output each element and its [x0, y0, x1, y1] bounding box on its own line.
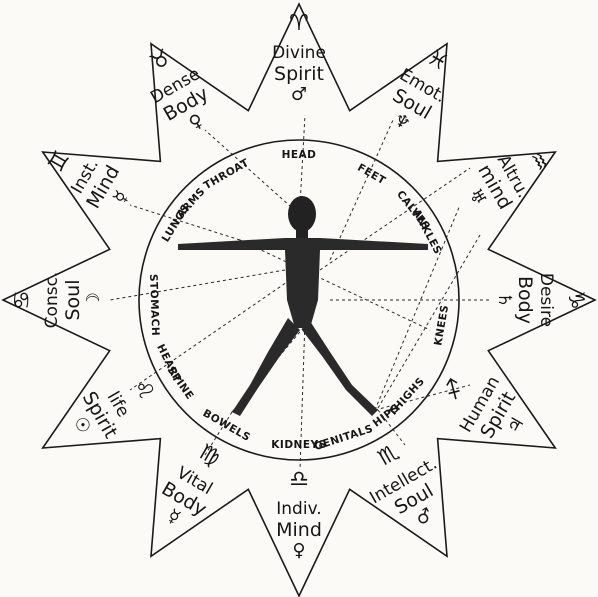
- libra-symbol-icon: ♎: [289, 467, 309, 492]
- body-part-label: HEAD: [282, 149, 317, 161]
- sagittarius-symbol-icon: ♐: [439, 375, 471, 405]
- body-part-label: BOWELS: [201, 407, 253, 444]
- body-part-label: KIDNEYS: [271, 439, 326, 451]
- gemini-symbol-icon: ♊: [44, 147, 76, 177]
- sign-ray: [378, 235, 480, 408]
- sign-aquarius: ♒Altru.mind♅: [456, 135, 561, 223]
- sign-label-line2: Spirit: [274, 63, 324, 85]
- taurus-symbol-icon: ♉: [146, 45, 176, 77]
- sign-gemini: ♊Inst.Mind☿: [37, 136, 141, 223]
- sign-ray: [110, 270, 285, 300]
- sign-cancer: ♋ Consc.Soul☽: [10, 272, 104, 329]
- body-part-label: KNEES: [432, 304, 451, 347]
- sign-label-line1: Consc.: [42, 272, 62, 329]
- sign-label-line1: Divine: [272, 43, 326, 63]
- sign-ray: [330, 120, 393, 260]
- planet-symbol-icon: ♀: [185, 110, 207, 135]
- leo-symbol-icon: ♌: [128, 375, 160, 405]
- body-part-label: HEART: [154, 342, 183, 385]
- sign-pisces: ♓Emot.Soul♆: [375, 37, 465, 143]
- sign-label-line2: Mind: [276, 519, 322, 541]
- sign-label-line2: Soul: [62, 279, 84, 320]
- sign-ray: [240, 240, 430, 330]
- planet-symbol-icon: ☿: [164, 505, 184, 529]
- aries-symbol-icon: ♈: [289, 11, 309, 36]
- pisces-symbol-icon: ♓: [422, 45, 452, 77]
- body-part-label: THROAT: [202, 156, 252, 192]
- planet-symbol-icon: ♂: [291, 84, 307, 105]
- planet-symbol-icon: ☿: [109, 187, 133, 207]
- human-figure: [178, 196, 428, 416]
- sign-label-line1: Desire: [536, 273, 556, 327]
- aquarius-symbol-icon: ♒: [523, 147, 555, 177]
- sign-ray: [320, 168, 470, 270]
- capricorn-symbol-icon: ♑: [563, 290, 588, 310]
- sign-label-line1: Indiv.: [276, 499, 321, 519]
- cancer-symbol-icon: ♋: [10, 290, 35, 310]
- body-part-label: ARMS: [175, 186, 208, 221]
- planet-symbol-icon: ☽: [83, 292, 104, 308]
- body-part-label: STOMACH: [147, 274, 161, 337]
- planet-symbol-icon: ♀: [292, 540, 305, 561]
- sign-libra: ♎ Indiv.Mind♀: [276, 467, 322, 561]
- sign-label-line2: Body: [514, 276, 536, 324]
- virgo-symbol-icon: ♍: [194, 440, 224, 472]
- planet-symbol-icon: ♄: [494, 292, 515, 308]
- body-part-label: FEET: [355, 162, 388, 188]
- scorpio-symbol-icon: ♏: [374, 440, 404, 472]
